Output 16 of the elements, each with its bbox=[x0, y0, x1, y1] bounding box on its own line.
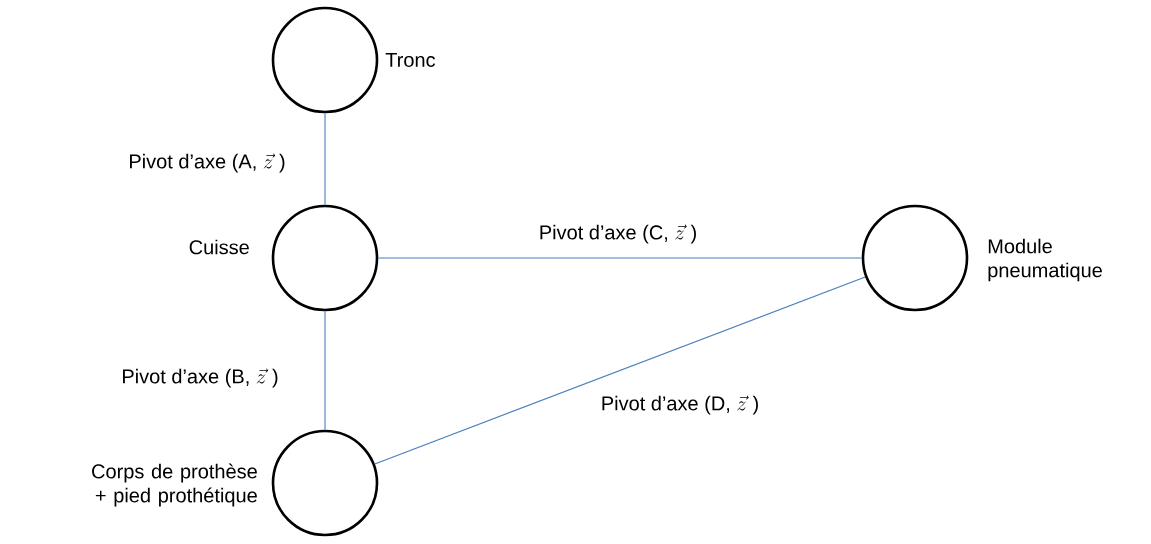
edge-label: $\mbox{Pivot d’axe (A, }\vec{z}\;\mbox{)}$ bbox=[126, 151, 288, 175]
circle-node bbox=[271, 429, 379, 537]
circle-node bbox=[271, 204, 379, 312]
connector-line bbox=[324, 310, 326, 431]
node-label: Cuisse bbox=[189, 239, 249, 255]
edge-label: $\mbox{Pivot d’axe (D, }\vec{z}\;\mbox{)}$ bbox=[598, 393, 762, 417]
edge-label: $\mbox{Pivot d’axe (C, }\vec{z}\;\mbox{)}$ bbox=[536, 222, 700, 246]
circle-node bbox=[271, 6, 379, 114]
circle-node bbox=[861, 204, 969, 312]
node-label: Corps de prothèse + pied prothétique bbox=[92, 463, 257, 507]
node-label: Tronc bbox=[385, 53, 436, 67]
connector-line bbox=[374, 276, 866, 465]
connector-line bbox=[377, 257, 863, 259]
connector-line bbox=[324, 112, 326, 206]
node-label: Module pneumatique bbox=[988, 238, 1102, 282]
edge-label: $\mbox{Pivot d’axe (B, }\vec{z}\;\mbox{)}$ bbox=[119, 366, 281, 390]
